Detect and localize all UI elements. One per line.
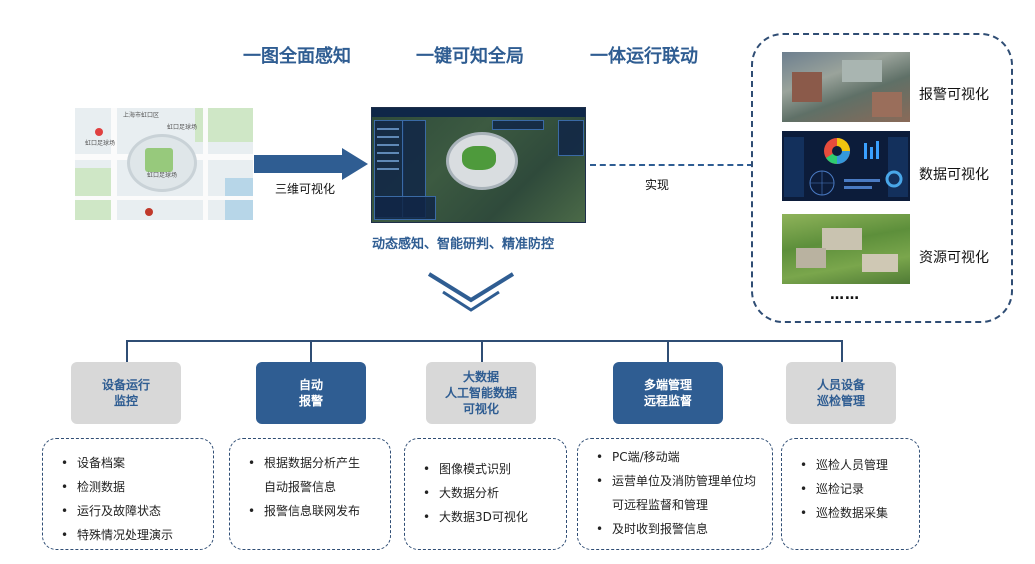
detail-item: 巡检人员管理 (798, 453, 913, 477)
data-visualization-label: 数据可视化 (919, 167, 989, 183)
detail-item: 运行及故障状态 (59, 499, 207, 523)
category-line: 大数据 (462, 370, 499, 384)
tree-branch-line (481, 340, 483, 362)
detail-item: 大数据3D可视化 (421, 505, 560, 529)
detail-item: 可远程监督和管理 (612, 498, 709, 512)
map-label: 上海市虹口区 (123, 112, 160, 119)
dashed-connector (590, 164, 753, 166)
label-3d-visualization: 三维可视化 (275, 182, 336, 196)
ellipsis: …… (830, 287, 860, 303)
category-line: 报警 (298, 394, 323, 408)
map-label: 虹口足球场 (85, 140, 116, 147)
alarm-visualization-label: 报警可视化 (919, 87, 989, 103)
resource-visualization-thumbnail (782, 214, 910, 284)
category-line: 人工智能数据 (444, 386, 517, 400)
data-visualization-thumbnail (782, 131, 910, 201)
category-line: 可视化 (462, 402, 499, 416)
detail-item: 巡检数据采集 (798, 501, 913, 525)
down-chevron-icon (427, 272, 515, 312)
detail-item: PC端/移动端 (594, 445, 766, 469)
detail-multi-terminal: PC端/移动端 运营单位及消防管理单位均 可远程监督和管理 及时收到报警信息 (577, 438, 773, 550)
dashboard-caption: 动态感知、智能研判、精准防控 (372, 237, 555, 252)
map-thumbnail: 上海市虹口区 虹口足球场 虹口足球场 虹口足球场 (75, 108, 253, 220)
right-arrow (254, 155, 344, 173)
map-label: 虹口足球场 (147, 172, 178, 179)
detail-item: 大数据分析 (421, 481, 560, 505)
category-line: 设备运行 (101, 378, 150, 392)
detail-item: 设备档案 (59, 451, 207, 475)
detail-item: 报警信息联网发布 (246, 499, 384, 523)
category-big-data-ai: 大数据人工智能数据可视化 (426, 362, 536, 424)
detail-item: 根据数据分析产生 (246, 451, 384, 475)
detail-item: 自动报警信息 (264, 480, 337, 494)
map-label: 虹口足球场 (167, 124, 198, 131)
alarm-visualization-thumbnail (782, 52, 910, 122)
detail-item: 图像模式识别 (421, 457, 560, 481)
detail-equipment-monitoring: 设备档案 检测数据 运行及故障状态 特殊情况处理演示 (42, 438, 214, 550)
category-equipment-monitoring: 设备运行监控 (71, 362, 181, 424)
detail-patrol-management: 巡检人员管理 巡检记录 巡检数据采集 (781, 438, 920, 550)
detail-item: 巡检记录 (798, 477, 913, 501)
detail-item: 检测数据 (59, 475, 207, 499)
tree-branch-line (126, 340, 128, 362)
category-line: 监控 (113, 394, 138, 408)
detail-big-data-ai: 图像模式识别 大数据分析 大数据3D可视化 (404, 438, 567, 550)
slogan-1: 一图全面感知 (243, 46, 351, 67)
category-line: 巡检管理 (816, 394, 865, 408)
category-line: 多端管理 (643, 378, 692, 392)
tree-branch-line (667, 340, 669, 362)
category-patrol-management: 人员设备巡检管理 (786, 362, 896, 424)
slogan-3: 一体运行联动 (590, 46, 698, 67)
resource-visualization-label: 资源可视化 (919, 250, 989, 266)
tree-branch-line (310, 340, 312, 362)
category-multi-terminal: 多端管理远程监督 (613, 362, 723, 424)
detail-item: 运营单位及消防管理单位均 (594, 469, 766, 493)
3d-dashboard-screenshot (371, 107, 586, 223)
category-line: 自动 (298, 378, 323, 392)
category-auto-alarm: 自动报警 (256, 362, 366, 424)
tree-branch-line (841, 340, 843, 362)
detail-item: 特殊情况处理演示 (59, 523, 207, 547)
category-line: 人员设备 (816, 378, 865, 392)
slogan-2: 一键可知全局 (416, 46, 524, 67)
detail-item: 及时收到报警信息 (594, 517, 766, 541)
right-arrow-head (342, 148, 368, 180)
category-line: 远程监督 (643, 394, 692, 408)
tree-horizontal-line (126, 340, 843, 342)
connector-label: 实现 (645, 178, 670, 192)
detail-auto-alarm: 根据数据分析产生 自动报警信息 报警信息联网发布 (229, 438, 391, 550)
visualization-panel (751, 33, 1013, 323)
